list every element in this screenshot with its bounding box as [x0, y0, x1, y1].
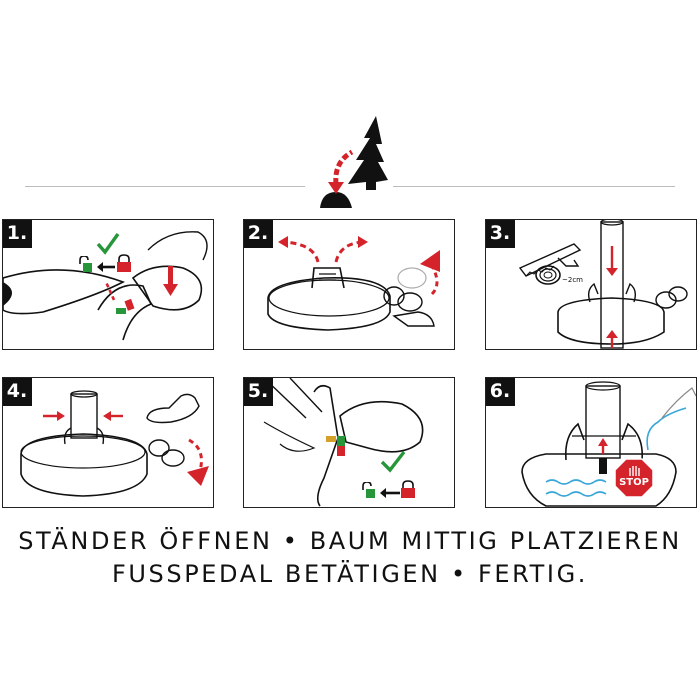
step-5-illustration [263, 378, 424, 507]
divider-right [393, 186, 675, 187]
step-number: 5. [244, 378, 273, 406]
arrow-left-icon [97, 262, 115, 272]
step-2-illustration [267, 236, 440, 331]
measure-label: ~2cm [562, 276, 583, 284]
step-panel-6: STOP 6. [485, 377, 697, 508]
lock-open-icon [79, 256, 92, 272]
lock-open-icon [362, 482, 375, 498]
check-icon [380, 450, 406, 473]
step-4-illustration [20, 390, 209, 497]
step-3-illustration [557, 220, 688, 349]
tree-slice-icon [535, 265, 561, 285]
step-6-illustration [521, 381, 696, 507]
step-number: 1. [3, 220, 32, 248]
step-panel-4: 4. [2, 377, 214, 508]
tree-logo-icon [320, 116, 388, 208]
stop-label: STOP [619, 477, 649, 488]
step-panel-5: 5. [243, 377, 455, 508]
step-number: 4. [3, 378, 32, 406]
step-panel-3: ~2cm 3. [485, 219, 697, 350]
step-1-illustration [3, 231, 208, 341]
lock-closed-icon [401, 480, 415, 498]
step-number: 2. [244, 220, 273, 248]
lock-closed-icon [117, 254, 131, 272]
foot-icon [146, 393, 200, 424]
check-icon [96, 233, 120, 255]
step-number: 3. [486, 220, 515, 248]
step-number: 6. [486, 378, 515, 406]
stop-sign-icon: STOP [614, 458, 654, 498]
step-panel-2: 2. [243, 219, 455, 350]
caption-line-2: FUSSPEDAL BETÄTIGEN • FERTIG. [111, 560, 589, 588]
step-panel-1: 1. [2, 219, 214, 350]
caption-line-1: STÄNDER ÖFFNEN • BAUM MITTIG PLATZIEREN [18, 527, 682, 555]
arrow-left-icon [380, 488, 400, 498]
divider-left [25, 186, 305, 187]
